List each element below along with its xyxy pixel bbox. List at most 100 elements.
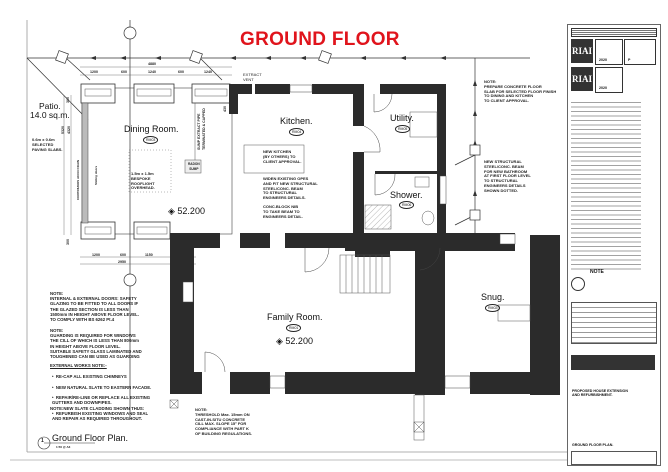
dim-bottom-2: 600 (120, 253, 126, 257)
level-value: 52.200 (285, 336, 313, 346)
riai-logo: RIAI (571, 67, 593, 91)
dim-top-1: 1200 (90, 70, 98, 74)
snug-unit (497, 304, 531, 322)
level-datum-icon: ◈ (276, 336, 286, 346)
glazed-sliding-wall (81, 102, 89, 224)
windows (182, 84, 516, 389)
patio-paving-note: 0.6m x 0.6m SELECTED PAVING SLABS. (32, 137, 63, 152)
section-marker-icon (469, 209, 481, 221)
dim-bottom-overall: 2950 (118, 260, 126, 264)
drain (169, 394, 425, 441)
external-works-item: • RE-CAP ALL EXISTING CHIMNEYS (52, 374, 127, 380)
external-works-heading: EXTERNAL WORKS NOTE:- (50, 363, 107, 368)
riai-year: 2020 (599, 57, 607, 62)
level-marker-dining: ◈ 52.200 (168, 206, 205, 217)
drawing-info-row (571, 451, 657, 465)
staircase (339, 254, 391, 294)
dim-left-outer: 5320 (61, 126, 65, 134)
drain-note: CONTINUOUS ACCO DRAIN (76, 159, 80, 200)
widen-opes-note: WIDEN EXISTING OPES AND FIT NEW STRUCTUR… (263, 176, 318, 201)
title-block-header (571, 28, 657, 37)
slate-note: NOTE:NEW SLATE CLADDING SHOWN THUS: (50, 406, 145, 411)
room-snug-tag: RM02 (485, 304, 501, 312)
radon-sump-note: RADON SUMP (188, 162, 200, 171)
section-marker-icon (189, 50, 203, 64)
door-swings (204, 93, 441, 373)
conc-block-note: CONC.BLOCK NIB TO TAKE BEAM TO ENGINEERS… (263, 204, 303, 219)
room-snug-label: Snug. (481, 292, 505, 302)
level-datum-icon: ◈ (168, 206, 178, 216)
dim-top-overall: 4880 (148, 62, 156, 66)
sliding-doors-note: Sliding doors (94, 165, 98, 185)
room-utility-tag: RM05 (395, 125, 411, 133)
dim-top-4: 600 (178, 70, 184, 74)
notes-heading: NOTE (590, 269, 604, 275)
guarding-note: NOTE: GUARDING IS REQUIRED FOR WINDOWS T… (50, 328, 142, 360)
riai-conservation-box: 2020 (595, 67, 623, 93)
floor-slab-note: NOTE: PREPARE CONCRETE FLOOR SLAB FOR SE… (484, 79, 557, 104)
riai-registration-box: 2020 (595, 39, 623, 65)
steel-beam-note: NEW STRUCTURAL STEEL/CONC. BEAM FOR NEW … (484, 159, 531, 193)
project-title: PROPOSED HOUSE EXTENSION AND REFURBISHME… (572, 389, 628, 398)
room-dining-label: Dining Room. (124, 124, 179, 134)
dining-extension (80, 83, 233, 240)
sanitary-fixtures (243, 111, 531, 322)
dim-left-inner: 4320 (67, 126, 71, 134)
status-value: P (628, 57, 631, 62)
toilet (421, 210, 435, 226)
level-value: 52.200 (177, 206, 205, 216)
wash-basin (414, 176, 430, 188)
dim-top-5: 1240 (204, 70, 212, 74)
kitchen-units (243, 144, 305, 174)
external-works-item: • REFURBISH EXISTING WINDOWS AND SEAL AN… (52, 410, 149, 421)
section-markers (55, 26, 481, 287)
dim-kitchen-wall: 430 (223, 106, 227, 112)
section-arrows (90, 56, 477, 196)
dim-bottom-1: 1200 (92, 253, 100, 257)
section-marker-icon (469, 144, 481, 156)
room-dining-tag: RM03 (143, 136, 159, 144)
revision-table (571, 302, 657, 344)
section-marker-icon (55, 50, 69, 64)
dim-left-bottom: 300 (66, 239, 70, 245)
walls (170, 84, 560, 395)
level-marker-family: ◈ 52.200 (276, 336, 313, 347)
rooflight-note: 1.5m x 1.5m BESPOKE ROOFLIGHT OVERHEAD. (131, 171, 155, 191)
plan-number: 1 (41, 438, 44, 444)
extract-vent-note: EXTRACT VENT (243, 72, 262, 82)
dim-bottom-3: 1150 (145, 253, 153, 257)
shower-tray (364, 204, 392, 230)
dim-top-3: 1240 (148, 70, 156, 74)
external-works-list: • RE-CAP ALL EXISTING CHIMNEYS • NEW NAT… (52, 369, 151, 426)
patio-label: Patio. 14.0 sq.m. (30, 101, 70, 120)
external-works-item: • NEW NATURAL SLATE TO EASTERN FACADE. (52, 384, 152, 390)
sump-pipe-note: SUMP EXTRACT PIPE TERMINATED & CAPPED (197, 108, 206, 150)
plan-label: Ground Floor Plan. (52, 433, 129, 443)
rooflight-outline (128, 149, 172, 193)
title-block-notes (571, 100, 641, 270)
practice-logo-bar (571, 355, 655, 370)
section-line-top (26, 20, 530, 420)
room-kitchen-tag: RM04 (289, 128, 305, 136)
room-family-tag: RM01 (286, 324, 302, 332)
level-indicator-icon (571, 277, 585, 291)
riai-year: 2020 (599, 85, 607, 90)
external-works-item: • REPAIR/RE-LINE OR REPLACE ALL EXISTING… (52, 395, 151, 406)
section-marker-icon (123, 273, 137, 287)
utility-counter (409, 111, 438, 138)
room-shower-label: Shower. (390, 190, 423, 200)
section-marker-icon (318, 50, 332, 64)
doors-note: NOTE: INTERNAL & EXTERNAL DOORS: SAFETY … (50, 291, 139, 323)
radon-sump (184, 159, 202, 174)
riai-logo: RIAI (571, 39, 593, 63)
drawing-title: GROUND FLOOR (240, 29, 400, 50)
room-utility-label: Utility. (390, 113, 414, 123)
room-shower-tag: RM06 (399, 201, 415, 209)
room-family-label: Family Room. (267, 312, 323, 322)
plan-scale: 1:50 @ A3 (56, 445, 71, 449)
section-marker-icon (123, 26, 137, 40)
title-block: RIAI 2020 P RIAI 2020 NOTE PROPOSED HOUS… (567, 24, 661, 466)
dim-top-2: 600 (121, 70, 127, 74)
new-kitchen-note: NEW KITCHEN (BY OTHERS) TO CLIENT APPROV… (263, 149, 302, 164)
